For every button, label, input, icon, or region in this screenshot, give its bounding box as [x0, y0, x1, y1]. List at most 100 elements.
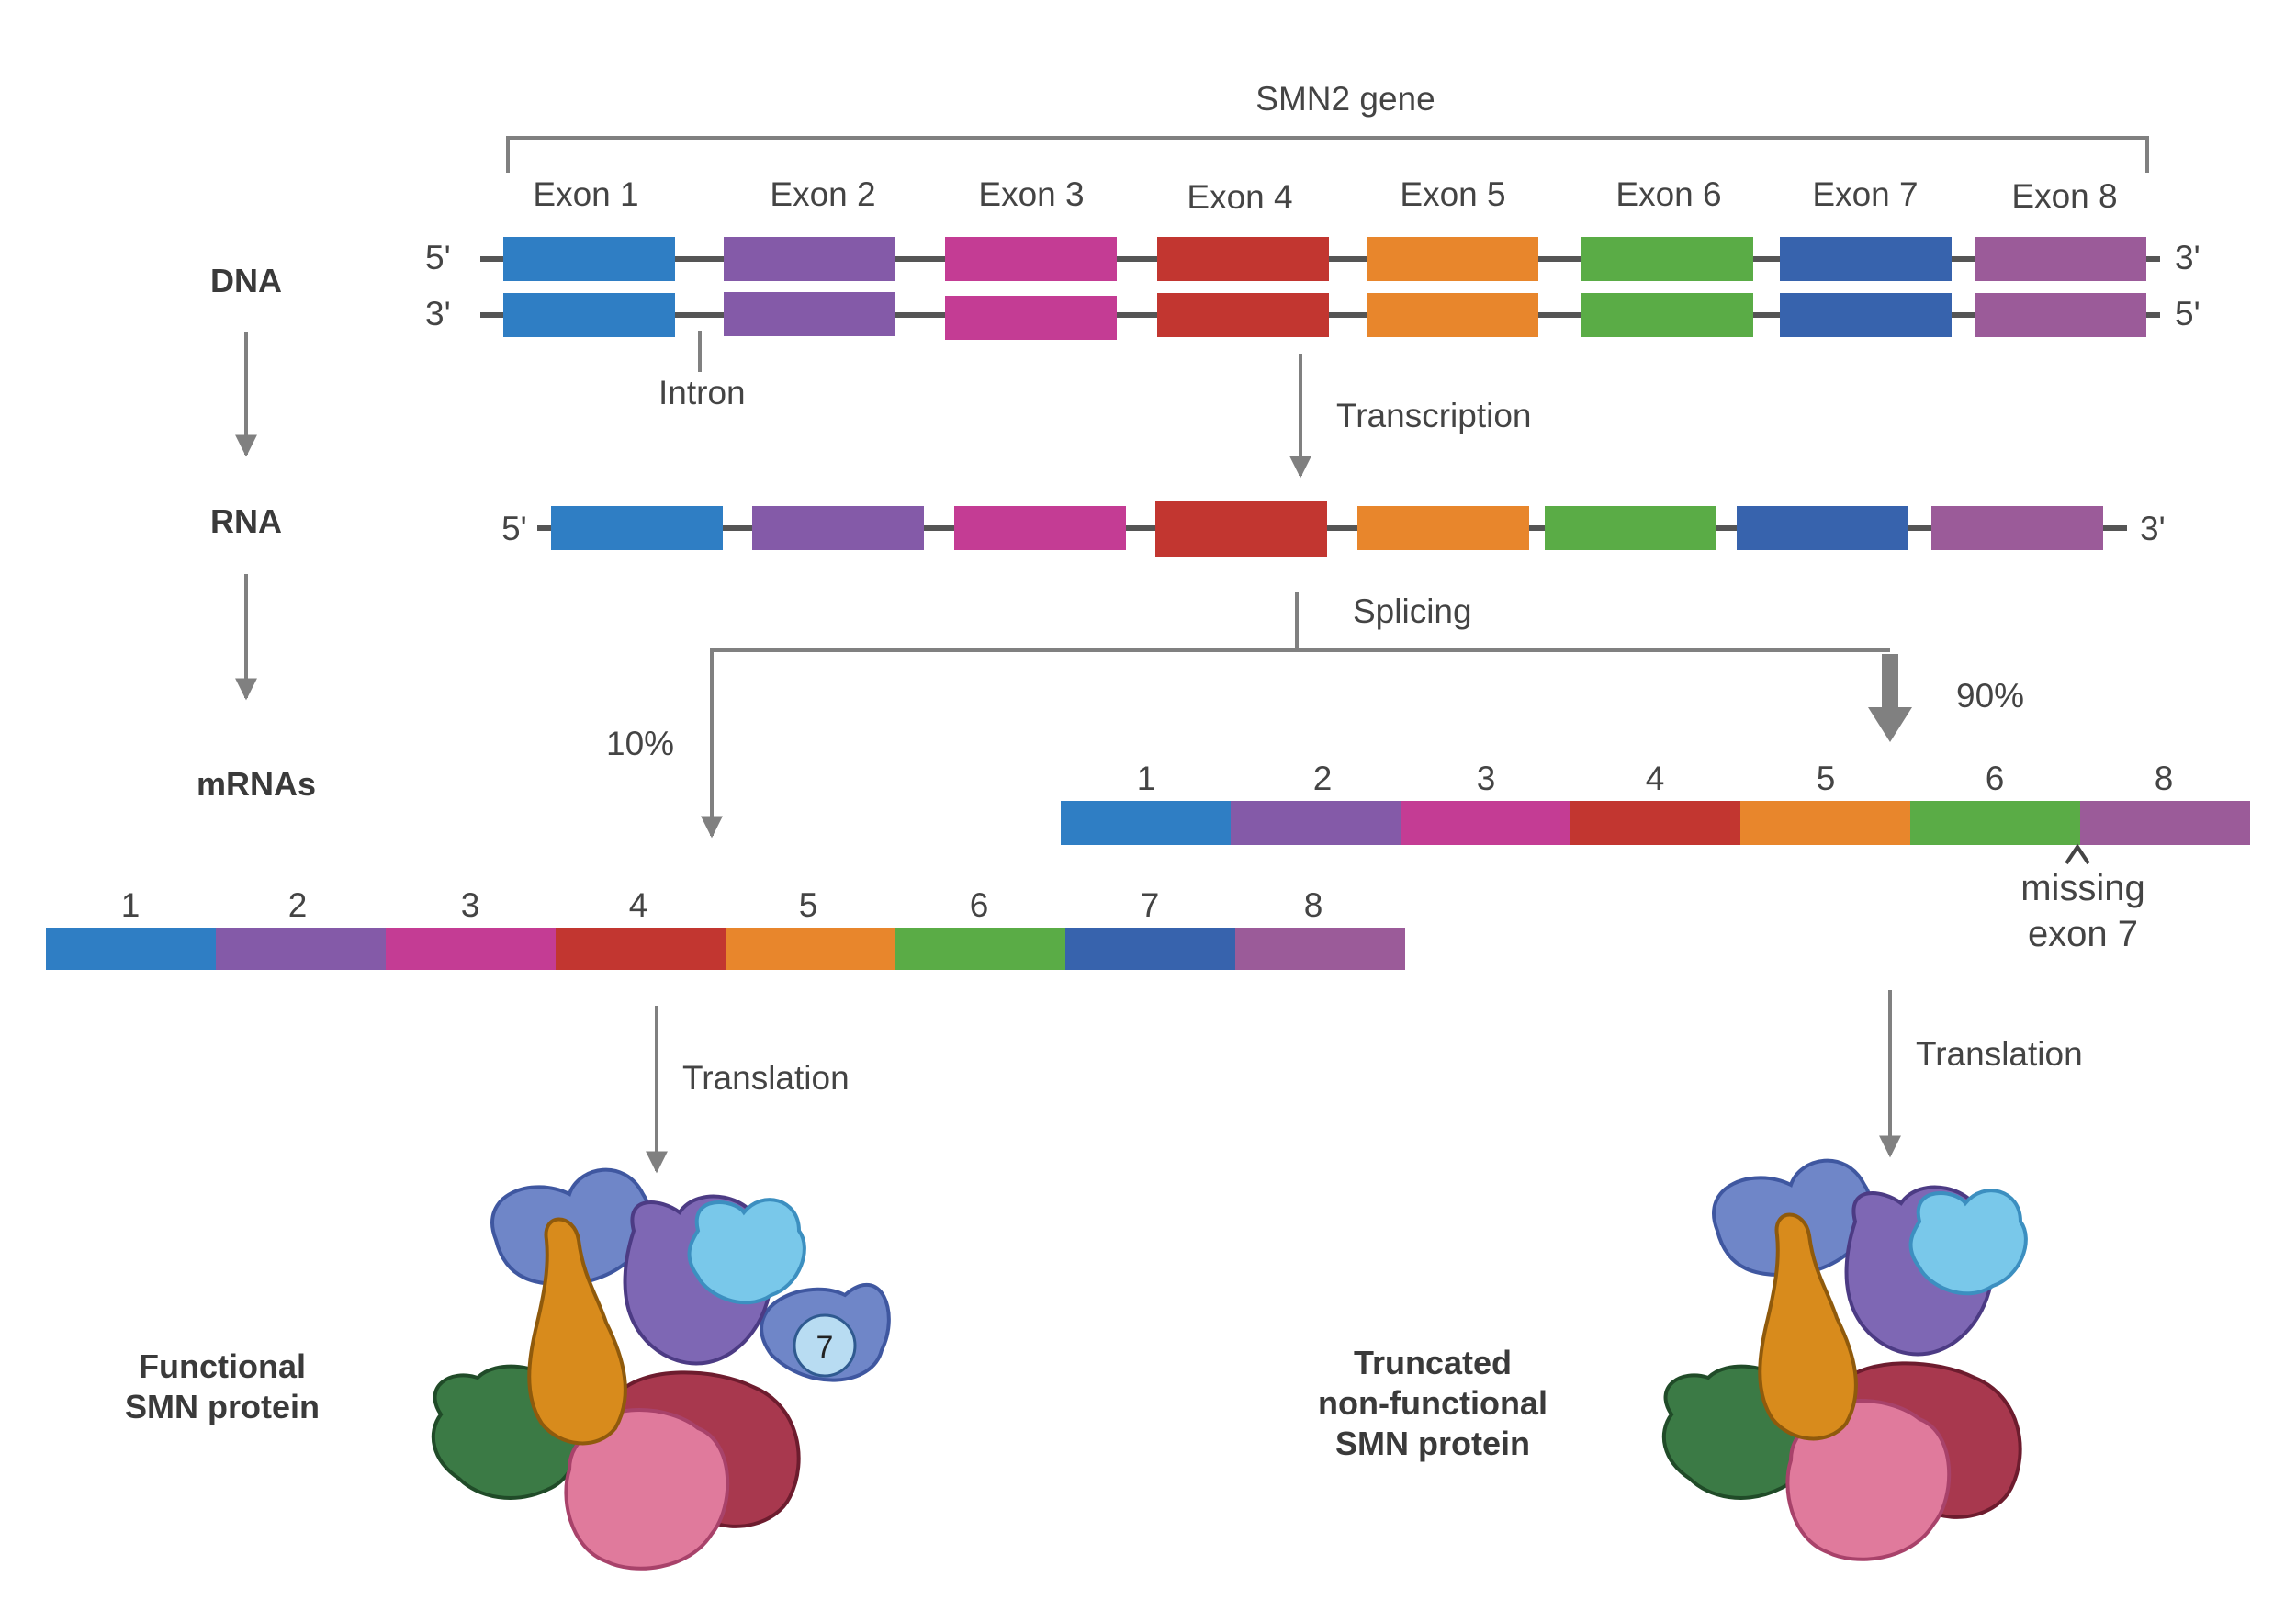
mrna-full-exon-1 — [46, 928, 217, 970]
exon-label-4: Exon 4 — [1187, 178, 1292, 216]
transcription-label: Transcription — [1336, 397, 1531, 434]
rna-exon-5 — [1357, 506, 1529, 550]
mrna-full-num-8: 8 — [1304, 886, 1323, 924]
mrna-truncated-num-4: 4 — [1646, 760, 1665, 797]
truncated-smn-protein: Truncated non-functional SMN protein — [1318, 1158, 2028, 1561]
exon-label-3: Exon 3 — [978, 175, 1084, 213]
dna-bottom-3prime: 3' — [425, 295, 451, 332]
mrna-full-exon-5 — [726, 928, 896, 970]
mrna-truncated-num-8: 8 — [2155, 760, 2174, 797]
mrna-full-num-6: 6 — [970, 886, 989, 924]
dna-bottom-exon-8 — [1975, 293, 2146, 337]
mrna-full-exon-2 — [216, 928, 387, 970]
rna-5prime: 5' — [501, 510, 527, 547]
dna-bottom-5prime: 5' — [2175, 295, 2200, 332]
mrna-full-num-4: 4 — [629, 886, 648, 924]
translation-label-right: Translation — [1916, 1035, 2083, 1073]
stage-dna: DNA — [210, 262, 282, 299]
exon-label-6: Exon 6 — [1615, 175, 1721, 213]
dna-bottom-exon-2 — [724, 292, 895, 336]
dna-top-exon-5 — [1367, 237, 1538, 281]
exon-label-8: Exon 8 — [2011, 177, 2117, 215]
intron-label: Intron — [658, 374, 746, 411]
dna-bottom-exon-6 — [1581, 293, 1753, 337]
mrna-truncated-exon-3 — [1401, 801, 1571, 845]
exon7-marker-circle — [793, 1313, 857, 1378]
functional-protein-blob — [431, 1167, 891, 1571]
mrna-truncated-num-1: 1 — [1137, 760, 1156, 797]
rna-exon-2 — [752, 506, 924, 550]
exon-labels: Exon 1 Exon 2 Exon 3 Exon 4 Exon 5 Exon … — [533, 175, 2117, 216]
mrna-truncated-exon-6 — [1910, 801, 2081, 845]
splicing-branch — [712, 592, 1890, 652]
rna-exon-6 — [1545, 506, 1716, 550]
truncated-protein-blob — [1661, 1158, 2028, 1561]
dna-top-5prime: 5' — [425, 239, 451, 276]
dna-bottom-exon-4 — [1157, 293, 1329, 337]
rna-exon-1 — [551, 506, 723, 550]
dna-bottom-exon-1 — [503, 293, 675, 337]
missing-exon-caret — [2065, 843, 2090, 865]
exon-label-2: Exon 2 — [770, 175, 875, 213]
mrna-truncated: 1 2 3 4 5 6 8 missing exon 7 — [1061, 760, 2250, 954]
percent-minor: 10% — [606, 725, 674, 762]
mrna-full-num-3: 3 — [461, 886, 480, 924]
mrna-truncated-exon-4 — [1570, 801, 1741, 845]
mrna-full-exon-8 — [1235, 928, 1405, 970]
dna-top-exon-7 — [1780, 237, 1952, 281]
gene-bracket — [506, 136, 2149, 173]
rna-exon-4 — [1155, 501, 1327, 557]
rna-exon-3 — [954, 506, 1126, 550]
dna-top-exon-4 — [1157, 237, 1329, 281]
truncated-label-line1: Truncated — [1354, 1344, 1512, 1381]
dna-top-3prime: 3' — [2175, 239, 2200, 276]
mrna-full-num-1: 1 — [121, 886, 141, 924]
mrna-full-exon-4 — [556, 928, 726, 970]
functional-label-line2: SMN protein — [125, 1388, 320, 1425]
rna-exon-7 — [1737, 506, 1908, 550]
dna-bottom-exon-7 — [1780, 293, 1952, 337]
mrna-full-num-5: 5 — [799, 886, 818, 924]
blob-light-blue — [687, 1198, 806, 1305]
mrna-full-num-2: 2 — [288, 886, 308, 924]
t-blob-pink — [1785, 1399, 1952, 1561]
blob-orange — [527, 1217, 627, 1446]
stage-rna: RNA — [210, 502, 282, 540]
mrna-truncated-num-6: 6 — [1986, 760, 2005, 797]
mrna-full-exon-6 — [895, 928, 1066, 970]
mrna-truncated-exon-1 — [1061, 801, 1232, 845]
dna-top-exon-6 — [1581, 237, 1753, 281]
blob-pink — [564, 1408, 730, 1571]
functional-smn-protein: 7 Functional SMN protein — [125, 1167, 891, 1571]
percent-major: 90% — [1956, 677, 2024, 715]
mrna-full: 1 2 3 4 5 6 7 8 — [46, 886, 1405, 970]
rna-strand: 5' 3' — [501, 501, 2166, 557]
missing-exon-line1: missing — [2020, 868, 2145, 908]
gene-title: SMN2 gene — [1255, 80, 1435, 118]
dna-bottom-exon-3 — [945, 296, 1117, 340]
translation-label-left: Translation — [682, 1059, 850, 1097]
splicing-label: Splicing — [1353, 592, 1472, 630]
functional-label-line1: Functional — [139, 1347, 306, 1385]
mrna-truncated-exon-2 — [1231, 801, 1401, 845]
mrna-truncated-num-5: 5 — [1817, 760, 1836, 797]
mrna-full-exon-7 — [1065, 928, 1236, 970]
mrna-truncated-num-2: 2 — [1313, 760, 1333, 797]
dna-top-exon-2 — [724, 237, 895, 281]
truncated-label-line2: non-functional — [1318, 1384, 1548, 1422]
exon-label-1: Exon 1 — [533, 175, 638, 213]
dna-top-exon-1 — [503, 237, 675, 281]
dna-top-exon-3 — [945, 237, 1117, 281]
dna-bottom-exon-5 — [1367, 293, 1538, 337]
splicing-major-arrow — [1868, 654, 1912, 742]
t-blob-light-blue — [1908, 1189, 2028, 1296]
t-blob-orange — [1758, 1212, 1858, 1441]
stage-mrnas: mRNAs — [197, 765, 316, 803]
mrna-truncated-num-3: 3 — [1477, 760, 1496, 797]
dna-top-exon-8 — [1975, 237, 2146, 281]
rna-3prime: 3' — [2140, 510, 2166, 547]
mrna-full-num-7: 7 — [1141, 886, 1160, 924]
mrna-full-exon-3 — [386, 928, 557, 970]
exon-label-7: Exon 7 — [1812, 175, 1918, 213]
